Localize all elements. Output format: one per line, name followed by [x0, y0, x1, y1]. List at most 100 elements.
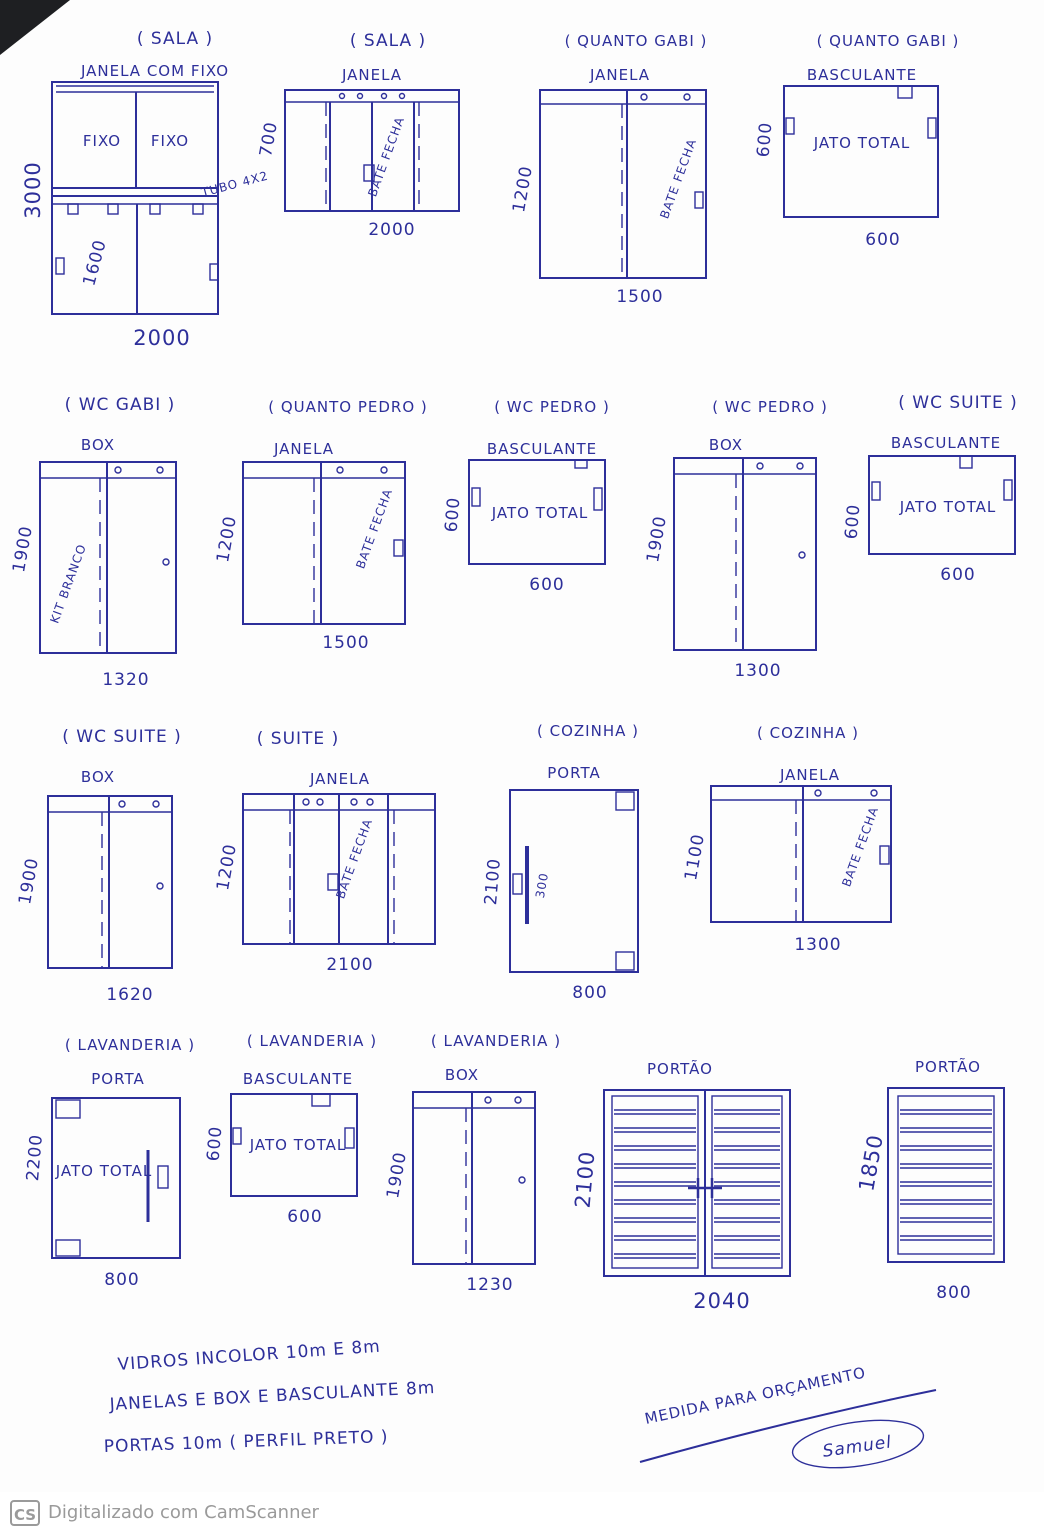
type-label: BOX: [81, 768, 115, 786]
room-label: ( WC PEDRO ): [494, 398, 610, 416]
note-line-3: PORTAS 10m ( PERFIL PRETO ): [103, 1427, 388, 1457]
item-cozinha-porta: ( COZINHA ) PORTA 300 2100 800: [481, 722, 639, 1003]
width-dim: 600: [940, 565, 975, 585]
item-wc-pedro-basculante: ( WC PEDRO ) BASCULANTE JATO TOTAL 600 6…: [442, 398, 610, 595]
signature: Samuel: [821, 1432, 893, 1462]
room-label: ( COZINHA ): [757, 724, 859, 742]
room-label: ( WC SUITE ): [898, 393, 1018, 413]
item-quanto-gabi-basculante: ( QUANTO GABI ) BASCULANTE JATO TOTAL 60…: [754, 32, 960, 250]
type-label: BASCULANTE: [243, 1070, 353, 1088]
room-label: ( LAVANDERIA ): [431, 1032, 561, 1050]
fixed-label-1: FIXO: [83, 132, 121, 150]
type-label: JANELA: [309, 770, 370, 788]
width-dim: 600: [529, 575, 564, 595]
room-label: ( SUITE ): [257, 729, 339, 749]
item-lavanderia-basculante: ( LAVANDERIA ) BASCULANTE JATO TOTAL 600…: [204, 1032, 377, 1227]
scanner-footer: CS Digitalizado com CamScanner: [0, 1492, 1044, 1536]
item-portao-simples: PORTÃO 1850 800: [854, 1057, 1005, 1303]
room-label: ( WC GABI ): [65, 395, 176, 415]
frame: [603, 1089, 791, 1277]
frame: [673, 457, 817, 651]
height-dim: 1200: [213, 514, 241, 564]
item-cozinha-janela: ( COZINHA ) JANELA BATE FECHA 1100 1300: [681, 724, 892, 955]
height-dim: 700: [256, 120, 282, 158]
note-line-1: VIDROS INCOLOR 10m E 8m: [117, 1337, 381, 1375]
type-label: JANELA: [341, 66, 402, 84]
underline-stroke: [639, 1389, 937, 1463]
frame: [242, 461, 406, 625]
width-dim: 1230: [466, 1275, 513, 1295]
room-label: ( SALA ): [350, 31, 426, 51]
item-wc-pedro-box: ( WC PEDRO ) BOX 1900 1300: [643, 398, 828, 681]
height-dim: 1900: [15, 856, 43, 906]
item-wc-suite-basculante: ( WC SUITE ) BASCULANTE JATO TOTAL 600 6…: [842, 393, 1018, 585]
note-side: MEDIDA PARA ORÇAMENTO: [643, 1363, 868, 1428]
width-dim: 2000: [133, 326, 190, 350]
height-dim: 1900: [383, 1150, 411, 1200]
note: JATO TOTAL: [491, 504, 589, 522]
type-label: PORTÃO: [915, 1057, 981, 1076]
room-label: ( LAVANDERIA ): [65, 1036, 195, 1054]
width-dim: 2040: [693, 1289, 750, 1313]
height-dim: 1100: [681, 832, 709, 882]
type-label: PORTÃO: [647, 1059, 713, 1078]
item-quanto-pedro-janela: ( QUANTO PEDRO ) JANELA BATE FECHA 1200 …: [213, 398, 427, 653]
handle-note: 300: [533, 871, 551, 899]
item-suite-janela: ( SUITE ) JANELA BATE FECHA 1200 2100: [213, 729, 436, 975]
room-label: ( SALA ): [137, 29, 213, 49]
item-wc-gabi-box: ( WC GABI ) BOX KIT BRANCO 1900 1320: [9, 395, 177, 690]
height-dim: 2100: [571, 1150, 600, 1209]
type-label: BASCULANTE: [891, 434, 1001, 452]
frame: [468, 459, 606, 565]
frame: [509, 789, 639, 973]
item-wc-suite-box: ( WC SUITE ) BOX 1900 1620: [15, 727, 181, 1005]
type-label: JANELA: [779, 766, 840, 784]
frame: [539, 89, 707, 279]
frame: [230, 1093, 358, 1197]
item-quanto-gabi-janela: ( QUANTO GABI ) JANELA BATE FECHA 1200 1…: [509, 32, 707, 307]
note: JATO TOTAL: [899, 498, 997, 516]
height-dim: 1850: [854, 1132, 888, 1193]
width-dim: 800: [104, 1270, 139, 1290]
room-label: ( WC PEDRO ): [712, 398, 828, 416]
type-label: JANELA: [589, 66, 650, 84]
frame: [51, 1097, 181, 1259]
item-sala-janela-com-fixo: ( SALA ) JANELA COM FIXO FIXO FIXO TUBO …: [21, 29, 270, 350]
frame: [51, 81, 219, 315]
frame: [412, 1091, 536, 1265]
width-dim: 1320: [102, 670, 149, 690]
width-dim: 1500: [322, 633, 369, 653]
note: JATO TOTAL: [55, 1162, 153, 1180]
width-dim: 600: [287, 1207, 322, 1227]
width-dim: 2000: [368, 220, 415, 240]
room-label: ( QUANTO GABI ): [817, 32, 960, 50]
type-label: BASCULANTE: [487, 440, 597, 458]
note: BATE FECHA: [657, 137, 699, 221]
note: JATO TOTAL: [813, 134, 911, 152]
room-label: ( LAVANDERIA ): [247, 1032, 377, 1050]
width-dim: 800: [572, 983, 607, 1003]
height-dim: 2200: [23, 1133, 47, 1182]
frame: [783, 85, 939, 218]
frame: [887, 1087, 1005, 1263]
height-dim: 600: [754, 121, 777, 158]
scan-shadow: [0, 0, 70, 55]
camscanner-text: Digitalizado com CamScanner: [48, 1502, 319, 1523]
note: JATO TOTAL: [249, 1136, 347, 1154]
height-dim: 600: [842, 503, 865, 540]
item-portao-duplo: PORTÃO 2100 2040: [571, 1059, 791, 1313]
inner-height-dim: 1600: [79, 237, 111, 288]
width-dim: 2100: [326, 955, 373, 975]
width-dim: 1500: [616, 287, 663, 307]
item-lavanderia-porta: ( LAVANDERIA ) PORTA JATO TOTAL 2200 800: [23, 1036, 195, 1290]
type-label: PORTA: [547, 764, 600, 782]
note: BATE FECHA: [353, 487, 395, 571]
type-label: BASCULANTE: [807, 66, 917, 84]
height-dim: 1200: [509, 164, 537, 214]
frame: [868, 455, 1016, 555]
notes: VIDROS INCOLOR 10m E 8m JANELAS E BOX E …: [103, 1337, 937, 1469]
width-dim: 1620: [106, 985, 153, 1005]
type-label: PORTA: [91, 1070, 144, 1088]
